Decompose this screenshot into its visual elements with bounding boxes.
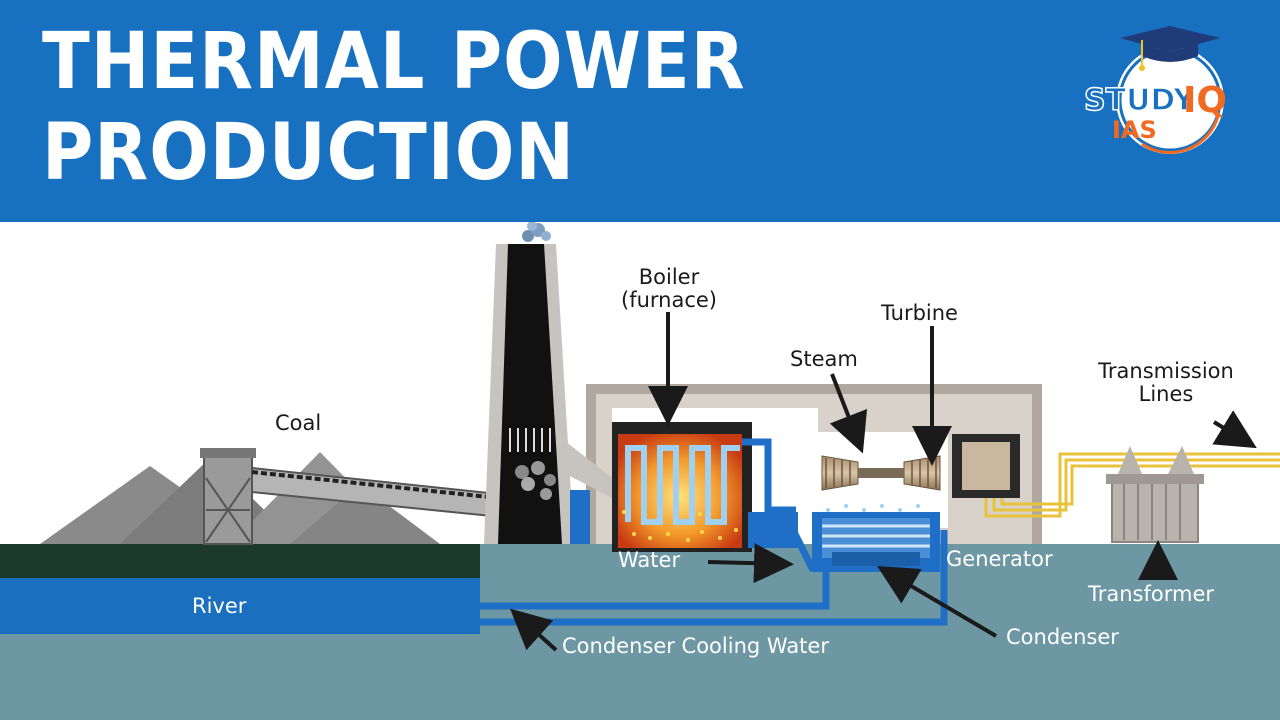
arrow-condenser bbox=[877, 565, 998, 638]
smoke bbox=[522, 221, 551, 242]
logo-badge bbox=[1116, 46, 1224, 154]
label-boiler: Boiler (furnace) bbox=[621, 265, 717, 313]
power-plant-diagram: Coal Boiler (furnace) Turbine Steam Tran… bbox=[0, 221, 1280, 720]
pointer-arrows bbox=[510, 312, 1257, 652]
label-transformer: Transformer bbox=[1088, 582, 1215, 606]
pump bbox=[748, 512, 798, 548]
arrow-water bbox=[707, 543, 794, 584]
turbine bbox=[818, 454, 948, 491]
header-banner: THERMAL POWER PRODUCTION STUDY IQ IAS bbox=[0, 0, 1280, 222]
condenser-unit bbox=[812, 512, 940, 572]
label-water: Water bbox=[618, 548, 681, 572]
label-turbine: Turbine bbox=[881, 301, 958, 325]
chimney bbox=[484, 244, 620, 544]
label-condenser-cooling-water: Condenser Cooling Water bbox=[562, 634, 829, 658]
conveyor-tower bbox=[200, 448, 256, 545]
title-line-2: PRODUCTION bbox=[42, 106, 575, 199]
grass-bank bbox=[0, 544, 480, 578]
arrow-cooling-water bbox=[510, 608, 558, 652]
arrow-steam bbox=[829, 373, 868, 454]
generator bbox=[952, 434, 1020, 498]
river bbox=[0, 578, 480, 634]
label-generator: Generator bbox=[946, 547, 1053, 571]
label-steam: Steam bbox=[790, 347, 858, 371]
label-transmission-lines: Transmission Lines bbox=[1098, 359, 1234, 407]
diagram-drawing bbox=[0, 221, 1280, 720]
feed-pipe bbox=[570, 490, 590, 544]
logo-ias: IAS bbox=[1112, 116, 1157, 144]
label-river: River bbox=[192, 594, 247, 618]
graduation-cap-icon bbox=[1120, 26, 1220, 71]
logo-study: STUDY bbox=[1084, 83, 1196, 118]
label-condenser: Condenser bbox=[1006, 625, 1119, 649]
arrow-transmission bbox=[1212, 410, 1257, 449]
title-line-1: THERMAL POWER bbox=[42, 15, 746, 108]
studyiq-logo: STUDY IQ IAS bbox=[1083, 26, 1227, 154]
label-coal: Coal bbox=[275, 411, 322, 435]
logo-iq: IQ bbox=[1183, 80, 1227, 121]
boiler-furnace bbox=[612, 422, 752, 552]
